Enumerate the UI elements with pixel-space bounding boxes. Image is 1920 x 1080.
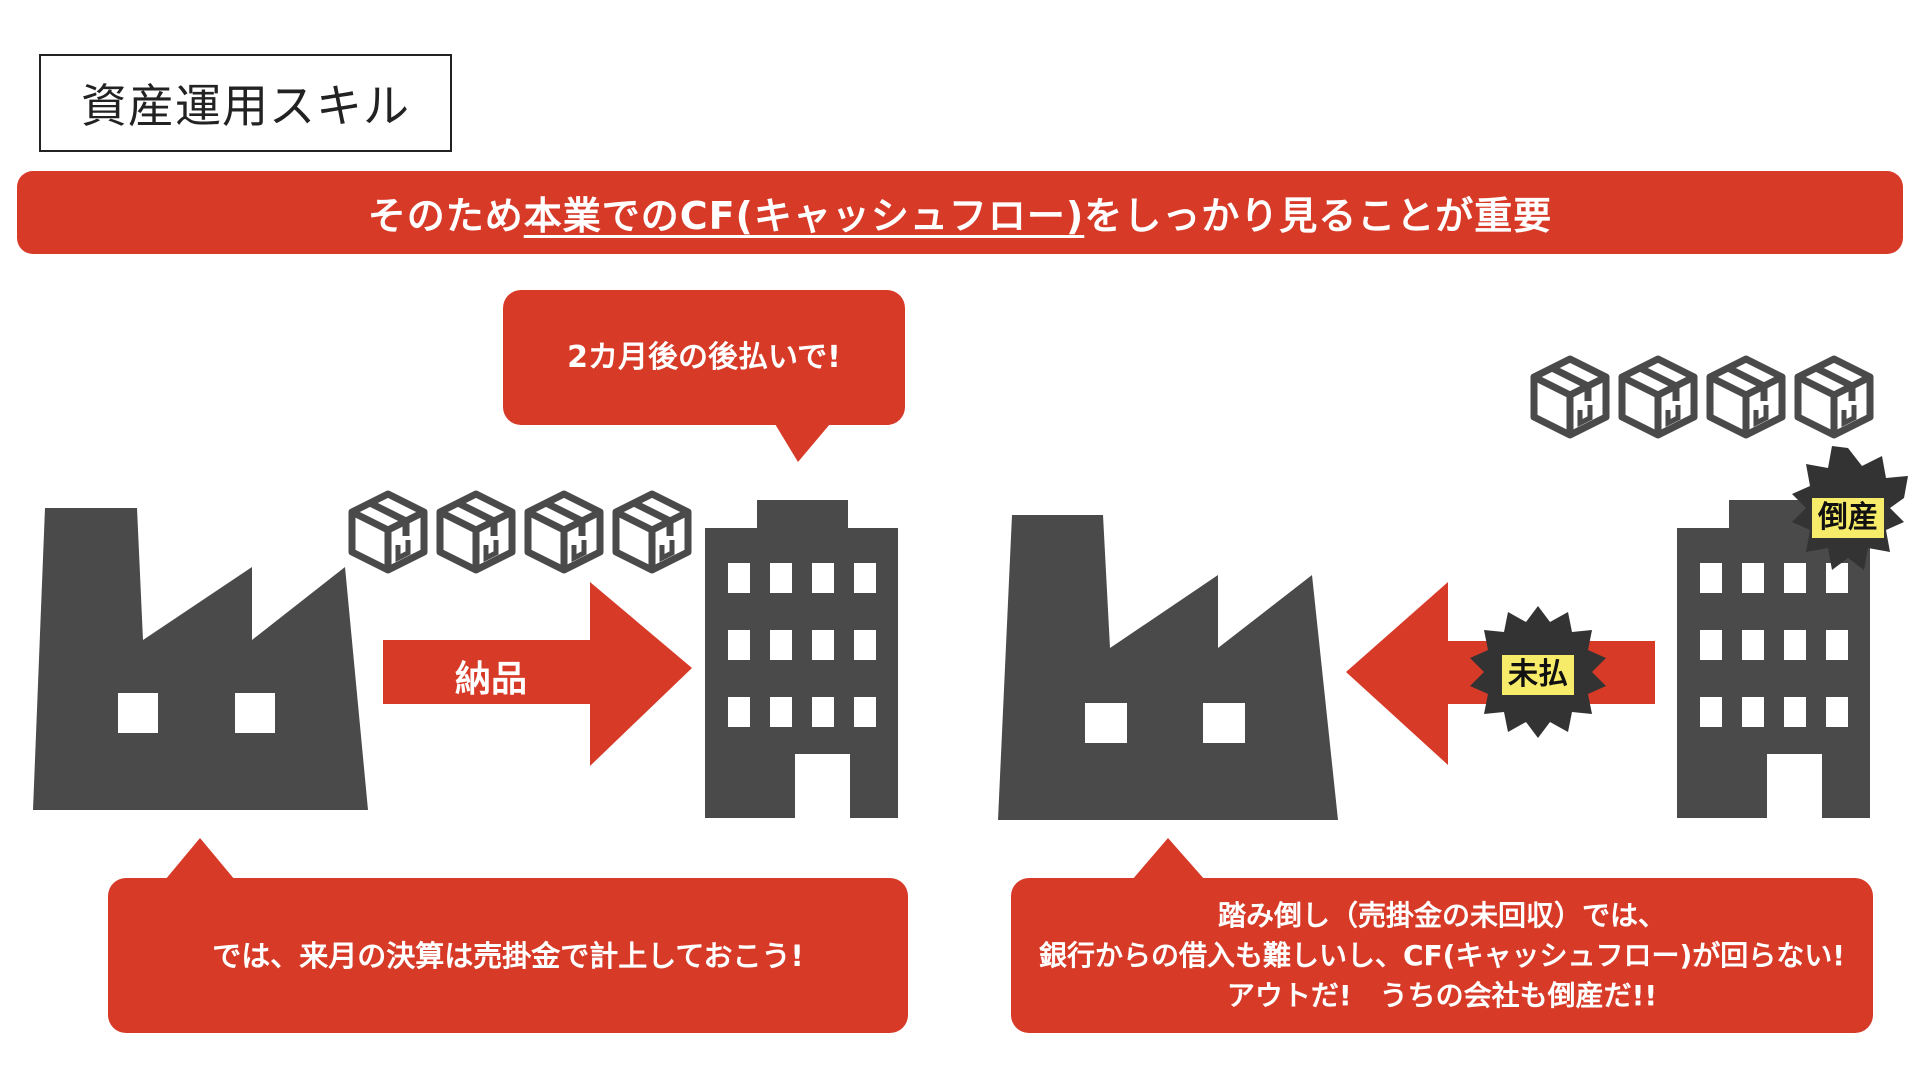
building-icon-right [1677, 500, 1870, 818]
headline-banner: そのため本業でのCF(キャッシュフロー)をしっかり見ることが重要 [17, 171, 1903, 254]
speech-bubble-accrual: では、来月の決算は売掛金で計上しておこう! [108, 878, 908, 1033]
banner-prefix: そのため [367, 194, 524, 238]
box-icon-group-left [352, 494, 688, 570]
speech-bubble-bankruptcy: 踏み倒し（売掛金の未回収）では、 銀行からの借入も難しいし、CF(キャッシュフロ… [1011, 878, 1873, 1033]
speech-bubble-payment-terms: 2カ月後の後払いで! [503, 290, 905, 425]
banner-emphasis: 本業でのCF(キャッシュフロー) [523, 194, 1085, 238]
factory-icon-left [33, 508, 368, 810]
bubble-tail-bottom-left [165, 838, 235, 880]
page-title: 資産運用スキル [39, 54, 452, 152]
bankrupt-badge: 倒産 [1812, 498, 1884, 538]
banner-suffix: をしっかり見ることが重要 [1084, 194, 1553, 238]
delivery-label: 納品 [455, 659, 528, 700]
bankruptcy-line-2: 銀行からの借入も難しいし、CF(キャッシュフロー)が回らない! [1038, 938, 1846, 972]
factory-icon-right [998, 515, 1338, 820]
payment-terms-text: 2カ月後の後払いで! [567, 339, 841, 375]
bubble-tail-top [775, 424, 830, 462]
bankruptcy-line-3: アウトだ! うちの会社も倒産だ!! [1226, 978, 1658, 1012]
accrual-text: では、来月の決算は売掛金で計上しておこう! [212, 938, 804, 973]
box-icon-group-right [1534, 359, 1870, 435]
building-icon-left [705, 500, 898, 818]
bubble-tail-bottom-right [1132, 838, 1205, 880]
delivery-arrow [383, 582, 692, 766]
unpaid-badge: 未払 [1502, 655, 1574, 695]
bankruptcy-line-1: 踏み倒し（売掛金の未回収）では、 [1217, 898, 1666, 932]
